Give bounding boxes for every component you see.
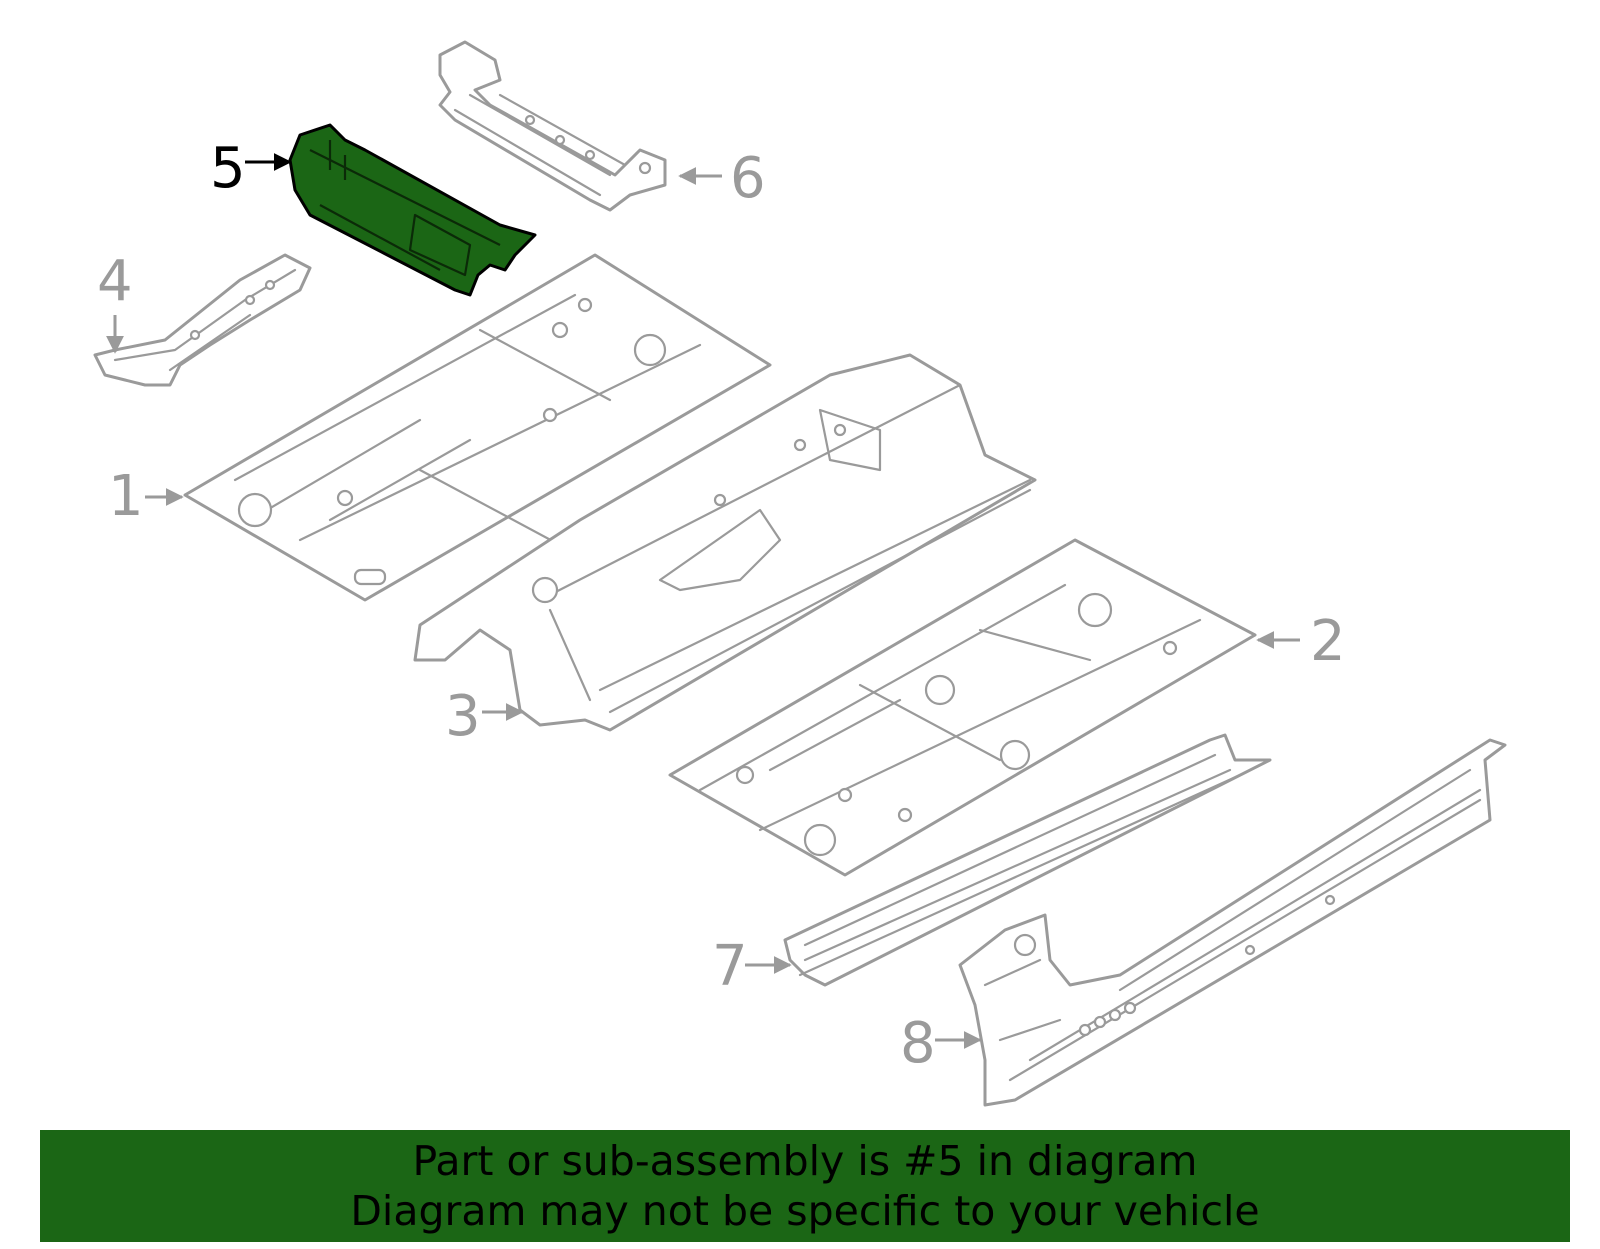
callout-4: 4 <box>97 249 133 354</box>
part-8-sill-outer[interactable] <box>958 738 1507 1107</box>
parts-diagram: 1 2 3 4 5 6 7 8 <box>93 40 1507 1107</box>
svg-text:4: 4 <box>97 249 133 314</box>
part-6-crossmember[interactable] <box>438 40 667 212</box>
callout-1: 1 <box>108 464 184 529</box>
svg-text:3: 3 <box>445 684 481 749</box>
callout-2: 2 <box>1256 609 1346 674</box>
callout-5: 5 <box>210 136 292 201</box>
banner-line-part: Part or sub-assembly is #5 in diagram <box>412 1137 1198 1185</box>
svg-text:1: 1 <box>108 464 144 529</box>
banner-line-disclaimer: Diagram may not be specific to your vehi… <box>350 1187 1260 1235</box>
part-4-bracket[interactable] <box>93 253 312 387</box>
svg-text:2: 2 <box>1310 609 1346 674</box>
callout-3: 3 <box>445 684 524 749</box>
info-banner: Part or sub-assembly is #5 in diagram Di… <box>40 1130 1570 1242</box>
svg-text:6: 6 <box>730 146 766 211</box>
svg-text:8: 8 <box>900 1011 936 1076</box>
svg-text:5: 5 <box>210 136 246 201</box>
part-7-sill-inner[interactable] <box>783 733 1272 987</box>
callout-8: 8 <box>900 1011 982 1076</box>
callout-7: 7 <box>712 934 792 999</box>
part-1-floor-pan[interactable] <box>183 253 772 602</box>
part-2-floor-pan[interactable] <box>668 538 1257 877</box>
callout-6: 6 <box>678 146 766 211</box>
part-5-highlighted[interactable] <box>288 123 537 297</box>
part-3-tunnel[interactable] <box>413 353 1037 732</box>
svg-text:7: 7 <box>712 934 748 999</box>
